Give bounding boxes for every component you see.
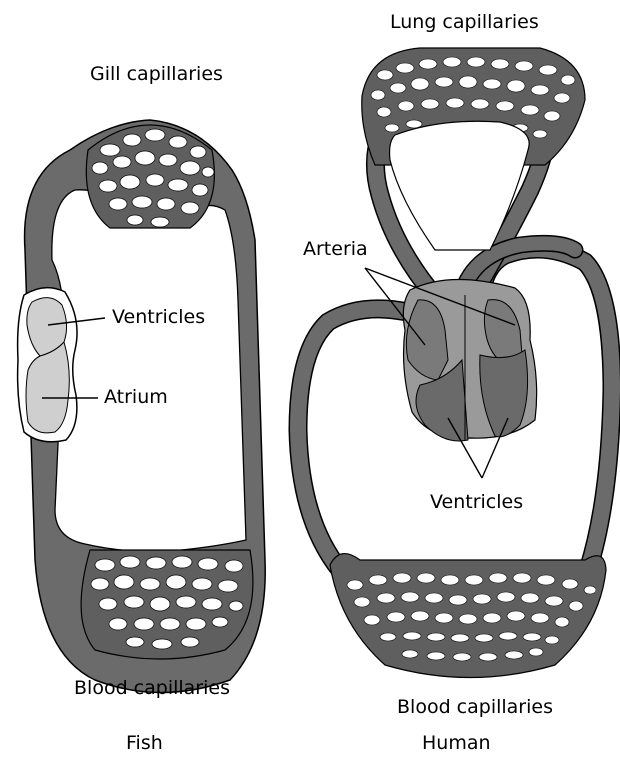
lung-capillaries-label: Lung capillaries bbox=[390, 13, 539, 32]
gill-capillaries bbox=[86, 125, 214, 228]
fish-blood-capillaries-label: Blood capillaries bbox=[74, 679, 230, 698]
human-heart bbox=[403, 279, 536, 441]
human-blood-capillaries bbox=[330, 554, 606, 678]
arteria-label: Arteria bbox=[303, 240, 368, 259]
fish-blood-capillaries bbox=[81, 550, 253, 659]
human-ventricles-label: Ventricles bbox=[430, 493, 523, 512]
fish-heart bbox=[18, 288, 77, 442]
gill-capillaries-label: Gill capillaries bbox=[90, 65, 223, 84]
fish-vessel-interior bbox=[52, 190, 246, 552]
fish-atrium-label: Atrium bbox=[104, 388, 168, 407]
human-diagram bbox=[298, 48, 612, 678]
human-blood-capillaries-label: Blood capillaries bbox=[397, 698, 553, 717]
human-title: Human bbox=[422, 734, 491, 753]
fish-title: Fish bbox=[126, 734, 163, 753]
fish-ventricles-label: Ventricles bbox=[112, 308, 205, 327]
